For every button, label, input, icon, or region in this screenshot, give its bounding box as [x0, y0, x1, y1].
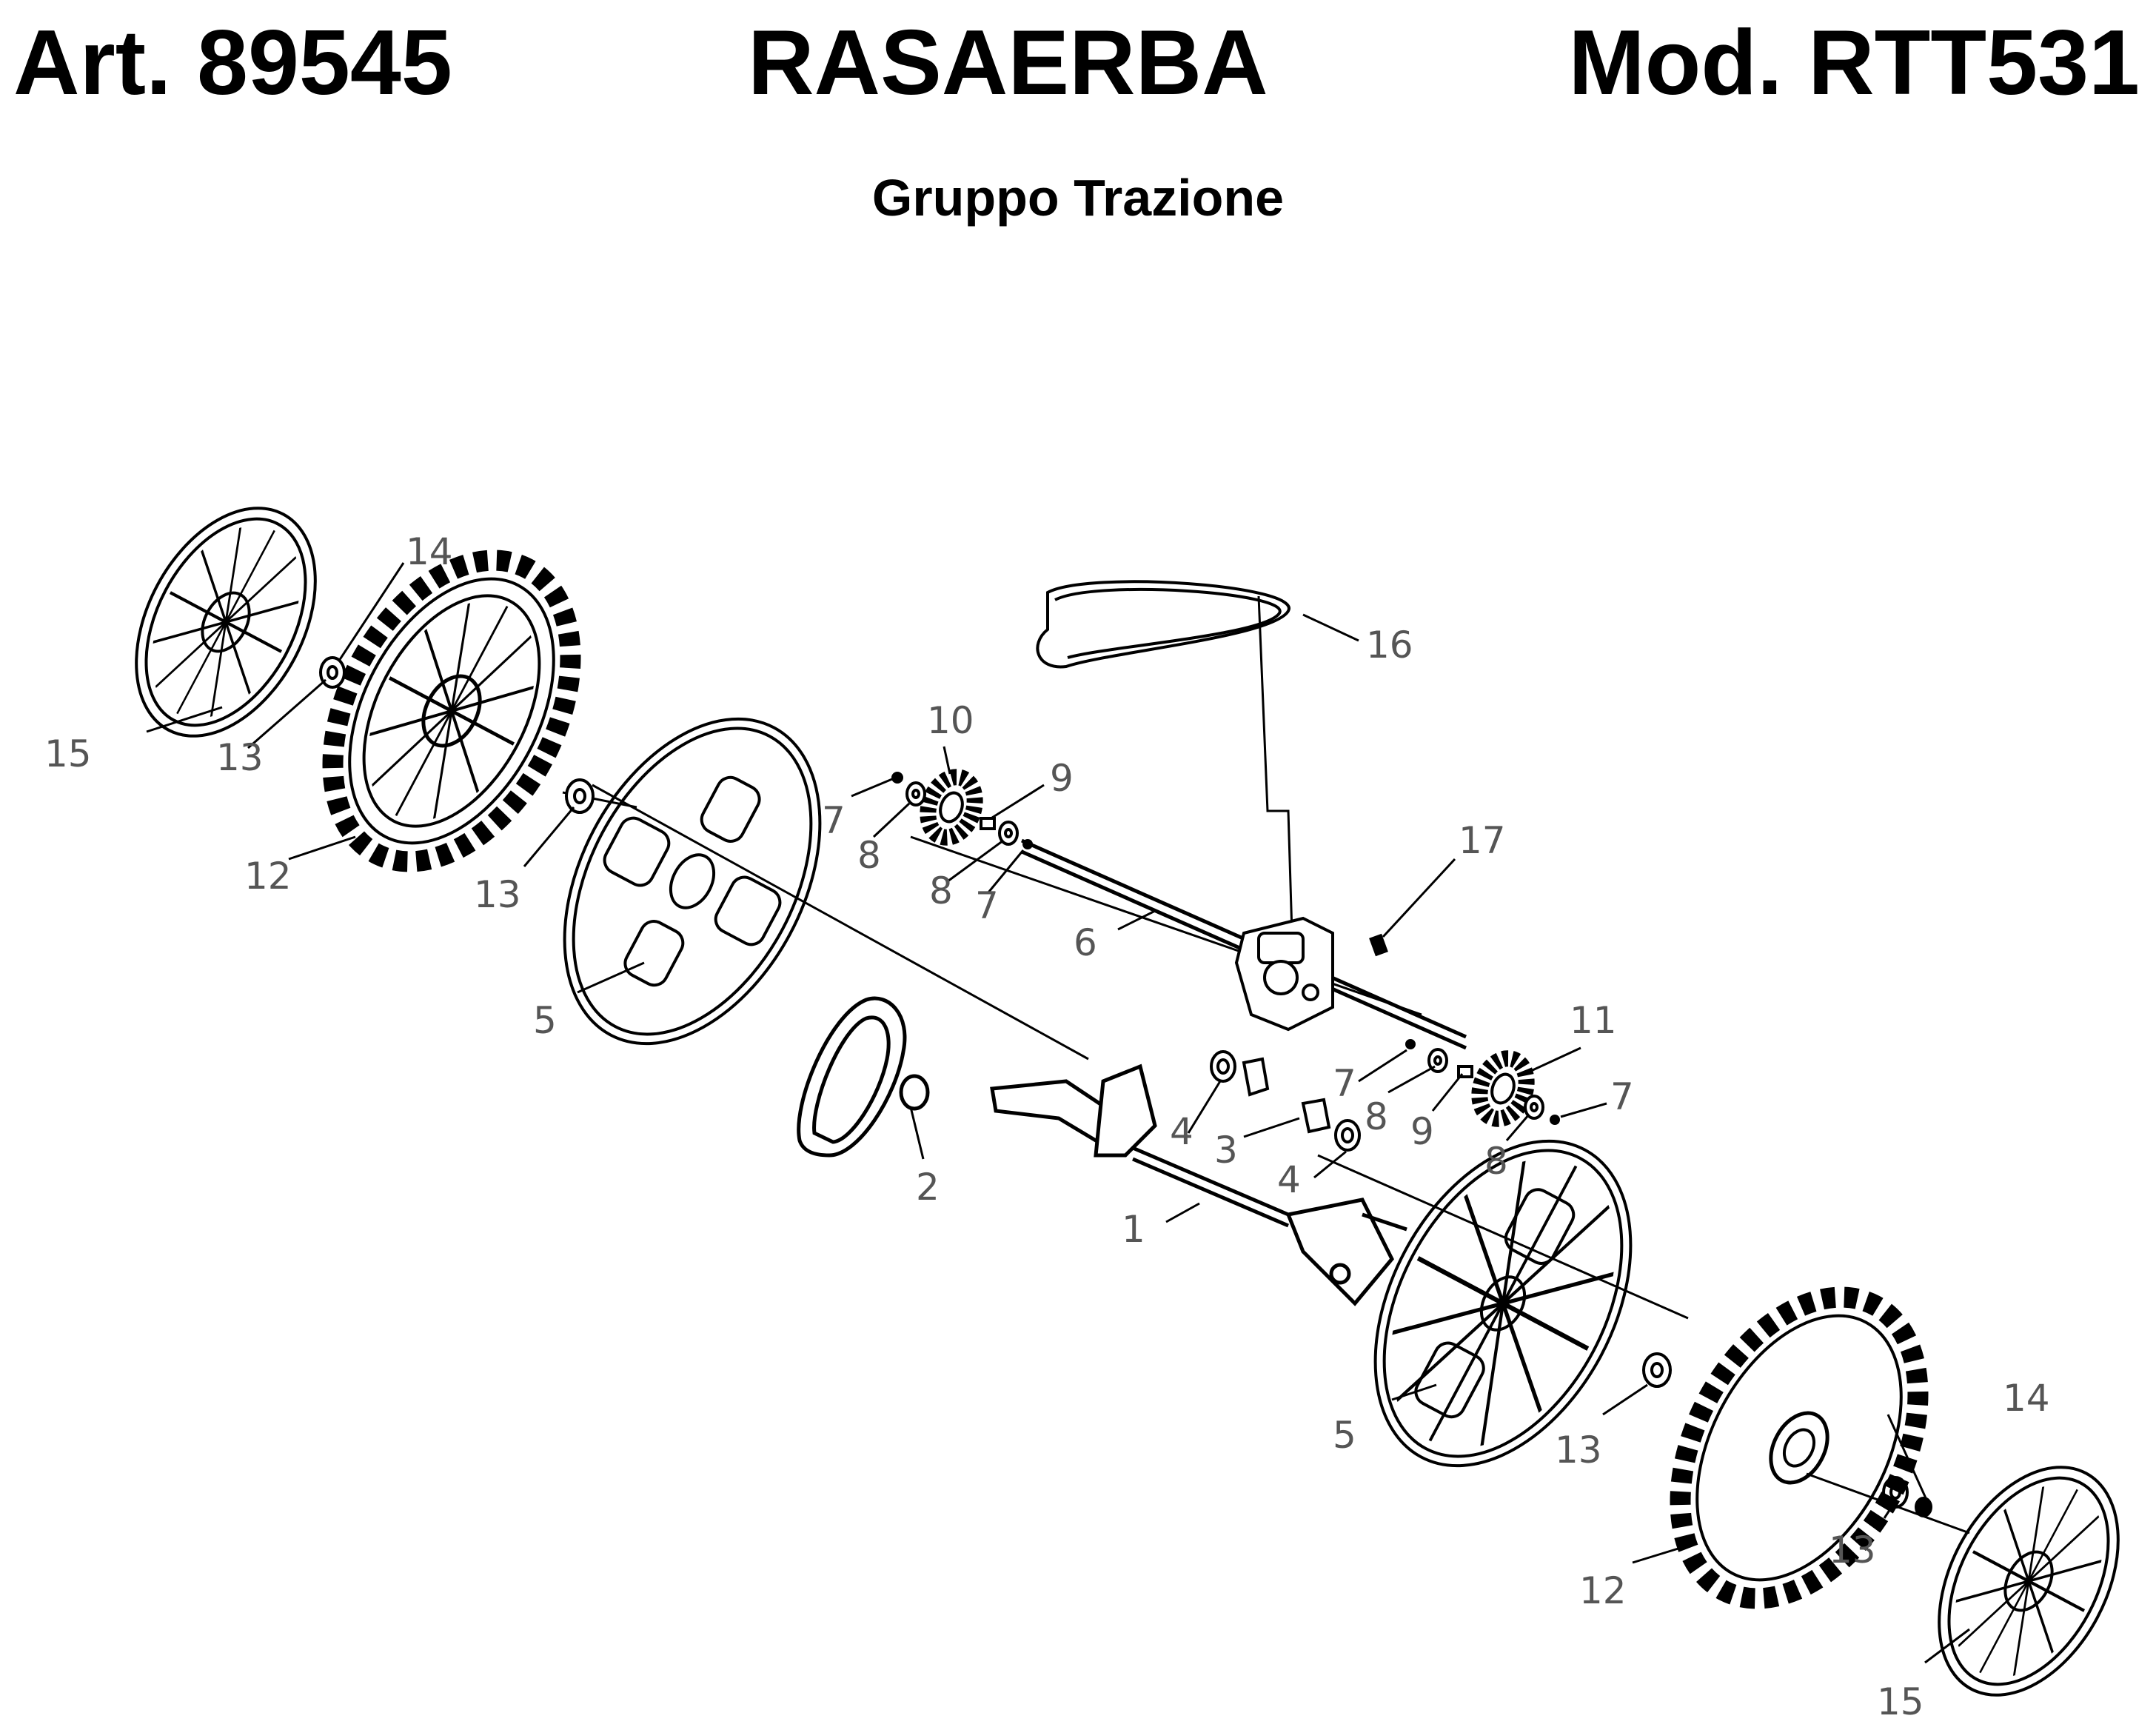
- callout-1: 1: [1122, 1208, 1145, 1251]
- hub-cap-left: [120, 499, 332, 745]
- drive-lever: [990, 1063, 1407, 1306]
- leader-lines: [146, 562, 1970, 1664]
- drive-disc-left: [563, 717, 822, 1046]
- axis-lines: [562, 784, 1970, 1534]
- callout-16: 16: [1366, 624, 1413, 667]
- drive-belt: [1036, 580, 1293, 934]
- callout-7-b: 7: [975, 884, 999, 927]
- callout-3: 3: [1214, 1129, 1238, 1172]
- callout-7-c: 7: [1333, 1062, 1356, 1105]
- adjuster-knob: [797, 996, 930, 1158]
- washers-and-pins: [319, 656, 1932, 1517]
- callout-15-right: 15: [1877, 1680, 1924, 1723]
- pinion-gear-lower: [1471, 1050, 1535, 1127]
- callout-17: 17: [1459, 819, 1506, 862]
- hub-cap-right: [1923, 1458, 2135, 1704]
- callout-12-left: 12: [244, 855, 292, 898]
- callout-9-a: 9: [1050, 757, 1074, 800]
- callout-13-left-inner: 13: [474, 873, 521, 916]
- callout-8-c: 8: [1365, 1095, 1388, 1138]
- assembly-subtitle: Gruppo Trazione: [871, 169, 1285, 227]
- gearbox: [1234, 916, 1334, 1032]
- callout-7-a: 7: [822, 799, 846, 842]
- callout-8-d: 8: [1484, 1140, 1508, 1183]
- callout-13-right-outer: 13: [1829, 1529, 1876, 1572]
- drive-disc-right: [1323, 1098, 1683, 1509]
- callout-10: 10: [927, 699, 974, 742]
- screw: [1369, 933, 1388, 957]
- pinion-gear-upper: [920, 769, 983, 846]
- callout-6: 6: [1074, 921, 1097, 964]
- callout-8-a: 8: [857, 834, 881, 877]
- bearings-and-bushings: [1210, 1050, 1361, 1152]
- callout-15-left: 15: [44, 732, 92, 775]
- page-title: RASAERBA: [748, 12, 1268, 114]
- callout-12-right: 12: [1579, 1569, 1627, 1612]
- callout-7-d: 7: [1610, 1075, 1634, 1118]
- callout-4-a: 4: [1170, 1110, 1194, 1153]
- callout-9-b: 9: [1410, 1110, 1434, 1153]
- callout-2: 2: [916, 1166, 940, 1209]
- callout-14-left: 14: [406, 530, 453, 573]
- callout-5-right: 5: [1333, 1414, 1356, 1457]
- callout-11: 11: [1570, 999, 1617, 1042]
- callout-14-right: 14: [2003, 1377, 2050, 1420]
- model-number: Mod. RTT531: [1568, 12, 2140, 114]
- callout-13-right-inner: 13: [1555, 1429, 1602, 1472]
- tyre-left: [322, 550, 581, 872]
- article-number: Art. 89545: [13, 12, 452, 114]
- callout-8-b: 8: [929, 869, 953, 912]
- tyre-right: [1670, 1286, 1929, 1609]
- callout-5-left: 5: [533, 999, 557, 1042]
- callout-4-b: 4: [1277, 1158, 1301, 1201]
- callout-13-left-outer: 13: [216, 736, 264, 779]
